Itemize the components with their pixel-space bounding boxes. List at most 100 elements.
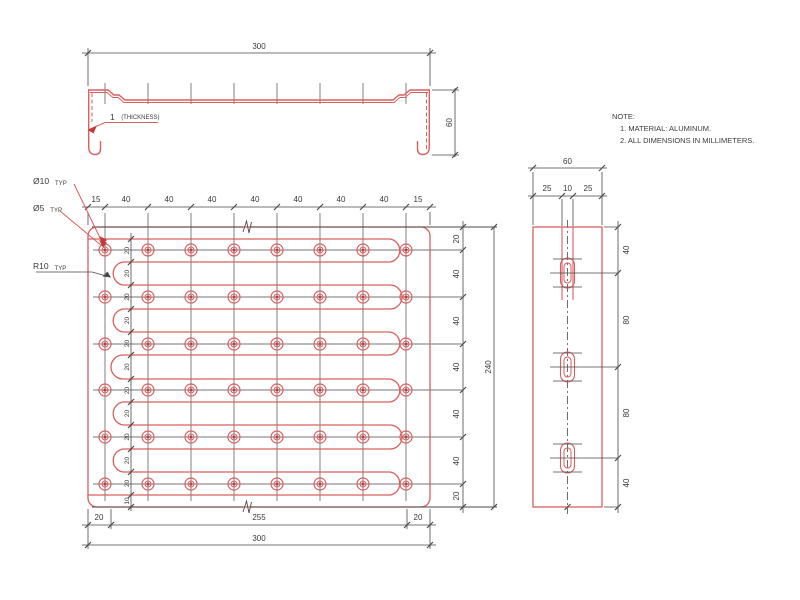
dim-label: 40 [622, 245, 631, 254]
dim-label: 10 [124, 497, 131, 505]
mounting-hole [184, 243, 198, 257]
dim-label: 15 [92, 195, 101, 204]
thickness-label: 1 (THICKNESS) [110, 107, 160, 124]
mounting-hole [184, 290, 198, 304]
dim-label: 40 [380, 195, 389, 204]
mounting-hole [227, 290, 241, 304]
profile-centerline-ticks [104, 83, 407, 104]
mounting-hole [313, 290, 327, 304]
mounting-hole [141, 477, 155, 491]
mounting-hole [98, 430, 112, 444]
profile-height-dim-group: 60 [445, 118, 454, 127]
dim-label-group: 40 [452, 362, 461, 371]
mounting-hole [399, 383, 413, 397]
side-width-dim: 60 [563, 157, 572, 166]
mounting-hole [98, 477, 112, 491]
dim-label-group: 80 [622, 315, 631, 324]
dim-label: 40 [452, 456, 461, 465]
dim-label-group: 20 [124, 293, 131, 301]
dim-label: 20 [124, 247, 131, 255]
dim-label-group: 20 [452, 491, 461, 500]
dim-label-group: 20 [124, 317, 131, 325]
profile-outline [88, 89, 430, 101]
profile-hidden-lines [91, 93, 427, 150]
dim-label: 20 [124, 410, 131, 418]
dim-label: 40 [452, 316, 461, 325]
dim-label-group: 20 [124, 457, 131, 465]
dim-label: 40 [208, 195, 217, 204]
mounting-hole [313, 383, 327, 397]
side-dim-lines [528, 167, 619, 513]
mounting-hole [356, 243, 370, 257]
plan-dim-ticks [84, 203, 498, 549]
mounting-hole [98, 337, 112, 351]
dim-label: 40 [294, 195, 303, 204]
dim-label-group: 20 [124, 387, 131, 395]
note-line: 2. ALL DIMENSIONS IN MILLIMETERS. [620, 136, 754, 145]
holes-layer [98, 243, 413, 491]
mounting-hole [270, 337, 284, 351]
mounting-hole [184, 383, 198, 397]
dim-label: 20 [124, 387, 131, 395]
profile-dim-ticks [84, 49, 459, 159]
dia5-leader [59, 210, 103, 247]
mounting-hole [313, 243, 327, 257]
mounting-hole [399, 477, 413, 491]
mounting-hole [184, 477, 198, 491]
plan-view: Ø10 TYP Ø5 TYP R10 TYP 15 40 40 40 40 40… [33, 176, 498, 549]
dim-label: 40 [251, 195, 260, 204]
mounting-hole [313, 477, 327, 491]
side-dim-ticks [529, 164, 622, 511]
mounting-hole [227, 477, 241, 491]
dim-label: 20 [124, 293, 131, 301]
dim-label-group: 40 [452, 409, 461, 418]
mounting-hole [184, 430, 198, 444]
dia5-leader-arrow [99, 240, 107, 248]
dia5-callout: Ø5 TYP [33, 198, 62, 215]
dim-label: 40 [452, 409, 461, 418]
dim-label-group: 20 [124, 247, 131, 255]
overall-width-dim: 300 [252, 534, 266, 543]
mounting-hole [399, 290, 413, 304]
mounting-hole [141, 337, 155, 351]
overall-height-dim: 240 [484, 360, 493, 374]
mounting-hole [356, 337, 370, 351]
mounting-hole [313, 430, 327, 444]
profile-height-dim: 60 [445, 118, 454, 127]
dim-label: 20 [95, 513, 104, 522]
dim-label: 20 [452, 234, 461, 243]
mounting-hole [356, 477, 370, 491]
profile-dim-lines [82, 48, 459, 157]
plan-dim-lines [82, 206, 495, 549]
dim-label: 40 [337, 195, 346, 204]
mounting-hole [356, 430, 370, 444]
mounting-hole [399, 243, 413, 257]
mounting-hole [227, 243, 241, 257]
side-view: 60 25 10 25 40 80 80 40 [528, 157, 631, 514]
dim-label: 20 [124, 317, 131, 325]
mounting-hole [98, 290, 112, 304]
dim-label-group: 40 [622, 478, 631, 487]
dim-label-group: 40 [452, 456, 461, 465]
dim-label-group: 80 [622, 408, 631, 417]
dim-label: 40 [165, 195, 174, 204]
dim-label: 20 [124, 480, 131, 488]
mounting-hole [270, 430, 284, 444]
dim-label-group: 20 [452, 234, 461, 243]
dim-label-group: 40 [622, 245, 631, 254]
dim-label: 40 [122, 195, 131, 204]
dim-label-group: 20 [124, 433, 131, 441]
dim-label-group: 40 [452, 316, 461, 325]
mounting-hole [227, 430, 241, 444]
dim-label: 20 [124, 363, 131, 371]
mounting-hole [399, 430, 413, 444]
break-symbols [242, 219, 252, 514]
dim-label-group: 240 [484, 360, 493, 374]
dim-label-group: 40 [452, 269, 461, 278]
dim-label-group: 10 [124, 497, 131, 505]
dim-label: 20 [124, 433, 131, 441]
profile-view: 300 60 1 (THICKNESS) [82, 42, 459, 159]
plan-edge-extension-lines [92, 226, 497, 508]
